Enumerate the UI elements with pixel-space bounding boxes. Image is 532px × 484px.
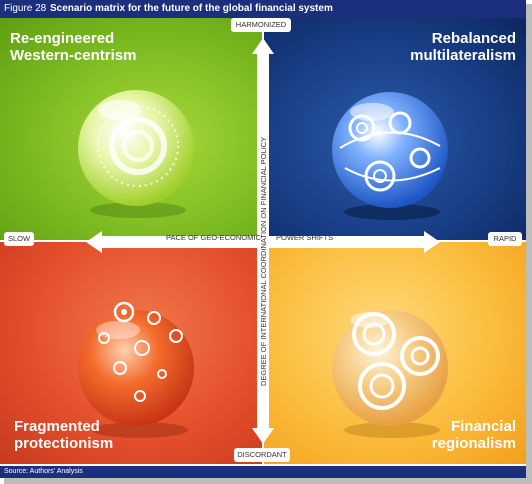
sphere-blue [332,92,448,220]
axis-tag-discordant: DISCORDANT [234,448,290,462]
figure-title: Scenario matrix for the future of the gl… [50,3,333,14]
sphere-red [78,301,194,438]
scenario-label-bottom-left: Fragmented protectionism [14,418,114,452]
figure-container: Figure 28 Scenario matrix for the future… [0,0,526,478]
scenario-label-bottom-right: Financial regionalism [431,418,516,452]
horizontal-axis-label-right: POWER SHIFTS [276,233,334,242]
drop-shadow-bottom [4,478,532,484]
sphere-orange [332,310,448,438]
vertical-axis-label: DEGREE OF INTERNATIONAL COORDINATION ON … [259,136,268,386]
scenario-matrix: Re-engineered Western-centrism Rebalance… [0,18,526,464]
spheres-layer [78,90,448,438]
sphere-green [78,90,194,218]
axis-tag-harmonized: HARMONIZED [231,18,291,32]
scenario-label-top-right: Rebalanced multilateralism [410,30,516,64]
scenario-label-top-left: Re-engineered Western-centrism [10,30,137,64]
figure-number: Figure 28 [4,3,47,14]
horizontal-arrow [86,231,440,253]
figure-header: Figure 28 Scenario matrix for the future… [0,0,526,18]
axes-arrows [86,38,440,444]
axis-tag-slow: SLOW [4,232,34,246]
drop-shadow-right [526,4,532,484]
horizontal-axis-label-left: PACE OF GEO-ECONOMIC [166,233,261,242]
figure-footer: Source: Authors' Analysis [0,466,526,478]
axis-tag-rapid: RAPID [488,232,522,246]
source-note: Source: Authors' Analysis [4,468,83,475]
